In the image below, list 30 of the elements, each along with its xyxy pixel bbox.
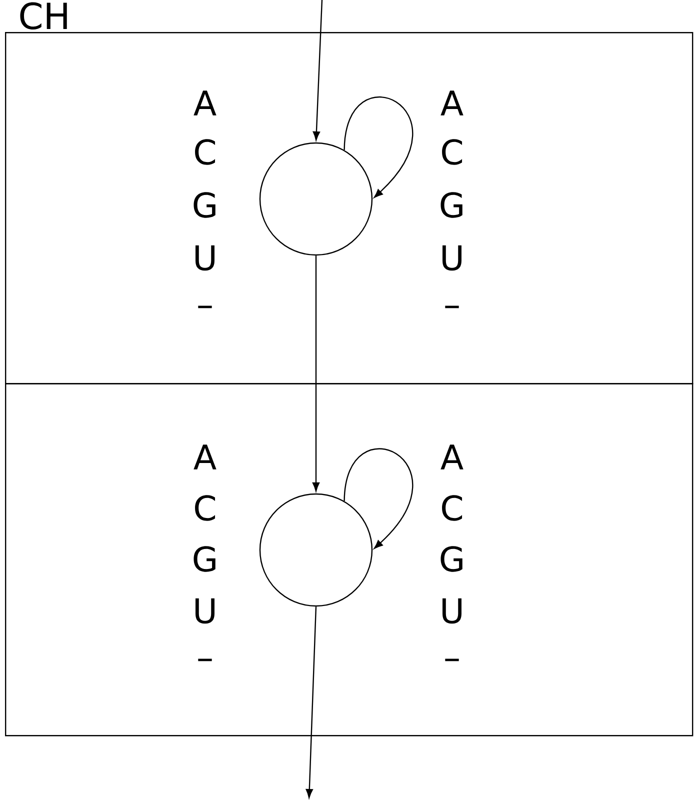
base-letter: C: [442, 495, 462, 521]
base-letter: –: [445, 306, 459, 308]
base-letter: U: [442, 245, 462, 271]
state-circle: [259, 493, 373, 607]
title: CH: [20, 2, 67, 30]
base-letter: A: [440, 90, 464, 116]
base-letter: A: [194, 90, 216, 116]
base-letter: U: [196, 245, 214, 271]
arrow: [312, 0, 323, 140]
band-box: [5, 383, 694, 736]
base-letter: G: [440, 546, 462, 572]
state-circle: [259, 142, 373, 256]
base-letter: G: [194, 546, 216, 572]
band-box: [5, 32, 694, 384]
arrow: [306, 606, 317, 798]
arrow: [312, 256, 320, 492]
base-letter: G: [194, 192, 216, 218]
base-letter: –: [198, 306, 212, 308]
base-letter: A: [440, 444, 464, 470]
base-letter: G: [440, 192, 462, 218]
base-letter: A: [194, 444, 216, 470]
base-letter: C: [442, 139, 462, 165]
base-letter: –: [198, 658, 212, 662]
base-letter: C: [195, 495, 216, 521]
base-letter: C: [195, 139, 216, 165]
base-letter: U: [196, 598, 214, 624]
loop-arrow: [344, 448, 414, 549]
base-letter: U: [442, 598, 462, 624]
loop-arrow: [344, 96, 414, 198]
base-letter: –: [445, 658, 459, 662]
